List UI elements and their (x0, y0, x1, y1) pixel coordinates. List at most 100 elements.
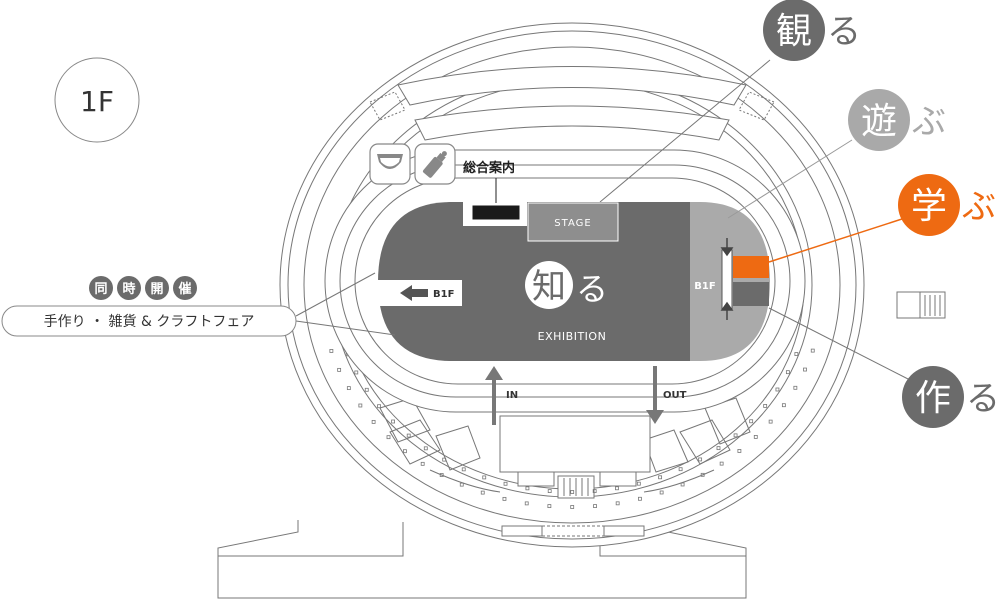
concurrent-char-badge (117, 276, 141, 300)
baby-bottle-icon[interactable] (414, 143, 456, 185)
seat-dot (337, 367, 342, 372)
seat-dot (502, 496, 507, 501)
seat-dot (503, 481, 508, 486)
play-zone-callout[interactable]: 遊ぶ (848, 89, 946, 151)
seat-dot (461, 467, 466, 472)
seat-dot (386, 435, 391, 440)
zone-kanji: 遊 (861, 101, 897, 142)
zone-kana: ぶ (962, 187, 996, 227)
b1f-label-left: B1F (433, 289, 454, 300)
seat-dot (768, 419, 773, 424)
seat-dot (442, 457, 447, 462)
seat-dot (678, 467, 683, 472)
zone-badge (848, 89, 910, 151)
concurrent-char: 時 (122, 281, 135, 297)
seat-dot (358, 403, 363, 408)
zone-badge (898, 174, 960, 236)
seat-dot (763, 404, 768, 408)
seat-dot (459, 482, 464, 487)
seat-dot (364, 387, 369, 392)
seat-dot (371, 419, 376, 424)
concurrent-event-callout[interactable]: 同時開催 手作り ・ 雑貨 & クラフトフェア (1, 272, 396, 337)
seat-dot (733, 433, 738, 438)
concurrent-char: 同 (94, 282, 107, 297)
exhibition-kana: る (576, 270, 608, 308)
seat-dot (638, 496, 642, 501)
learn-zone[interactable] (733, 256, 769, 278)
zone-kanji: 作 (915, 378, 951, 419)
concurrent-char-badge (89, 276, 113, 300)
seat-dot (592, 489, 597, 493)
seat-dot (658, 475, 663, 480)
diaper-icon[interactable] (369, 143, 411, 185)
seat-dot (570, 490, 575, 494)
seat-dot (482, 475, 487, 480)
seat-dot (547, 489, 552, 493)
info-desk-label: 総合案内 (463, 160, 515, 176)
seat-dot (803, 367, 807, 372)
zone-kana: ぶ (912, 102, 946, 142)
seat-dot (391, 419, 395, 424)
seat-dot (719, 461, 724, 466)
b1f-label-right: B1F (694, 281, 715, 292)
seat-dot (406, 433, 411, 438)
seat-dot (793, 385, 798, 390)
seat-dot (593, 504, 597, 508)
concurrent-char: 催 (178, 281, 191, 297)
zone-kana: る (966, 379, 1000, 419)
entrance-arrows: IN OUT (485, 366, 687, 425)
learn-zone-callout[interactable]: 学ぶ (898, 174, 996, 236)
exhibition-kanji: 知 (532, 267, 566, 307)
seat-dot (810, 348, 815, 353)
seat-dot (329, 349, 334, 353)
seat-dot (749, 419, 754, 424)
seat-dot (525, 486, 530, 491)
seat-dot (775, 387, 780, 392)
seat-dot (737, 449, 742, 453)
exhibition-label: EXHIBITION (538, 330, 607, 343)
concurrent-event-text: 手作り ・ 雑貨 & クラフトフェア (44, 313, 255, 330)
seat-dot (716, 446, 721, 451)
zone-badge (902, 366, 964, 428)
info-desk[interactable] (471, 204, 521, 221)
seat-dot (615, 501, 620, 506)
seat-dot (659, 490, 664, 495)
craft-fair-area[interactable] (378, 202, 462, 361)
seat-dot (403, 449, 407, 454)
exhibition-badge (525, 261, 573, 309)
right-hall[interactable]: B1F (690, 202, 770, 361)
exhibition-hall[interactable]: STAGE 知 る EXHIBITION (462, 202, 690, 361)
seat-dot (423, 446, 428, 451)
seat-dot (439, 473, 444, 477)
stage-area[interactable] (527, 202, 619, 242)
zone-badge (763, 0, 825, 61)
concurrent-char-badge (173, 276, 197, 300)
b1f-stairs-left[interactable]: B1F (400, 285, 454, 301)
stage-label: STAGE (554, 218, 591, 229)
seat-dot (570, 505, 575, 509)
seat-dot (420, 461, 425, 466)
watch-zone-callout[interactable]: 観る (763, 0, 861, 61)
concurrent-char-badge (145, 276, 169, 300)
seat-dot (615, 486, 619, 491)
seat-dot (700, 472, 705, 477)
seat-dot (377, 404, 381, 409)
out-label: OUT (663, 390, 687, 401)
make-zone[interactable] (733, 282, 769, 306)
make-zone-callout[interactable]: 作る (902, 366, 1000, 428)
seat-dot (680, 482, 685, 487)
seat-dot (781, 403, 786, 408)
floor-badge: 1F (54, 57, 140, 143)
seat-dot (636, 481, 641, 486)
seat-dot (785, 370, 790, 375)
zone-kanji: 観 (776, 11, 812, 52)
floor-label: 1F (80, 85, 114, 118)
seat-dot (753, 435, 758, 439)
concurrent-char: 開 (150, 282, 163, 297)
seat-dot (480, 490, 485, 495)
seat-dot (547, 504, 552, 509)
seat-dot (698, 457, 703, 462)
seat-dot (524, 501, 529, 506)
in-label: IN (506, 390, 518, 401)
